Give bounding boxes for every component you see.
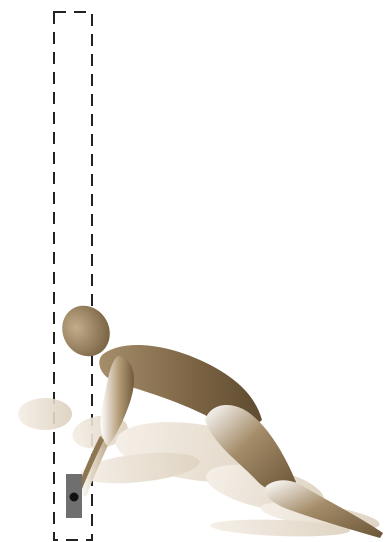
sensor-dot [70, 493, 79, 502]
ghost-head [18, 398, 72, 430]
guide-outline [54, 12, 92, 540]
vertical-guide-box [54, 12, 92, 540]
main-figure [53, 297, 383, 538]
floor-sensor [66, 474, 82, 518]
